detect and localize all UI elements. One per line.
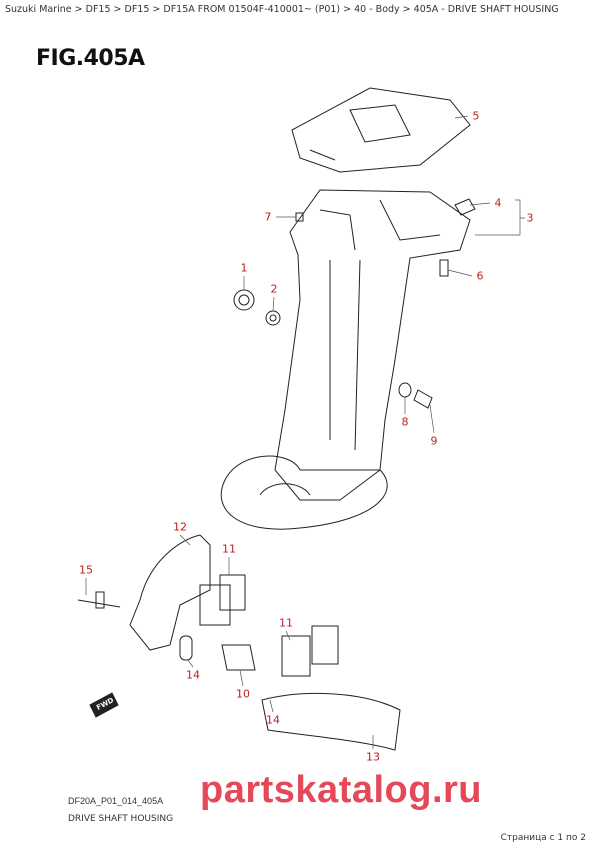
leader-lines [85,115,525,749]
breadcrumb[interactable]: Suzuki Marine > DF15 > DF15 > DF15A FROM… [5,4,559,15]
callout-1[interactable]: 1 [240,261,248,275]
callout-14[interactable]: 14 [186,668,200,682]
callout-10[interactable]: 10 [236,687,250,701]
diagram-code: DF20A_P01_014_405A [68,796,164,806]
callout-4[interactable]: 4 [494,196,502,210]
callout-6[interactable]: 6 [476,269,484,283]
callout-3[interactable]: 3 [526,211,534,225]
callout-5[interactable]: 5 [472,109,480,123]
callout-11[interactable]: 11 [222,542,236,556]
page-indicator: Страница с 1 по 2 [500,833,586,843]
diagram-caption: DRIVE SHAFT HOUSING [68,814,174,824]
gasket [291,87,471,173]
callout-15[interactable]: 15 [79,563,93,577]
small-parts [233,198,476,409]
figure-title: FIG.405A [36,46,145,71]
lower-parts [77,534,401,751]
callout-13[interactable]: 13 [366,750,380,764]
callout-11b[interactable]: 11 [279,616,293,630]
drive-shaft-housing [220,189,471,530]
callout-8[interactable]: 8 [401,415,409,429]
watermark: partskatalog.ru [200,769,483,811]
callout-2[interactable]: 2 [270,282,278,296]
callout-9[interactable]: 9 [430,434,438,448]
callout-12[interactable]: 12 [173,520,187,534]
callout-14b[interactable]: 14 [266,713,280,727]
callout-7[interactable]: 7 [264,210,272,224]
